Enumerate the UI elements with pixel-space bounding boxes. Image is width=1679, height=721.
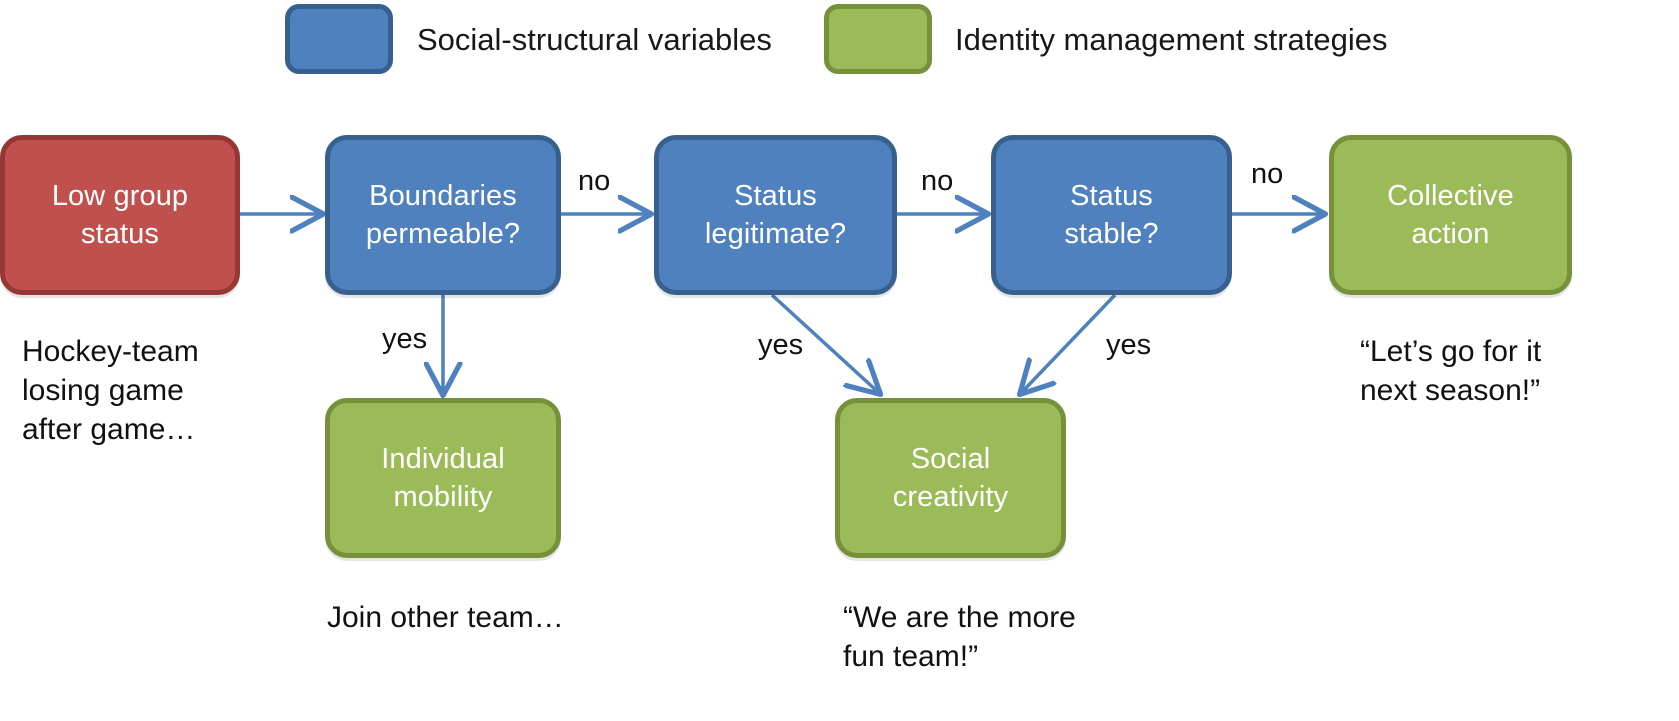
caption-collective-action: “Let’s go for it next season!” [1360,335,1542,407]
edge-label-yes-stable-to-social-creativity: yes [1106,329,1152,361]
node-label-individual-mobility: Individual mobility [381,442,505,513]
node-collective-action[interactable]: Collective action [1329,135,1572,295]
node-social-creativity[interactable]: Social creativity [835,398,1066,558]
node-label-status-stable: Status stable? [1064,179,1159,250]
node-individual-mobility[interactable]: Individual mobility [325,398,561,558]
edge-label-no-legitimate-to-stable: no [921,165,954,197]
node-low-group-status[interactable]: Low group status [0,135,240,295]
caption-low-group-status: Hockey-team losing game after game… [22,335,199,446]
node-boundaries-permeable[interactable]: Boundaries permeable? [325,135,561,295]
legend-label-social-structural: Social-structural variables [417,22,772,57]
edge-label-yes-boundaries-to-individual-mobility: yes [382,323,428,355]
node-label-collective-action: Collective action [1387,179,1514,250]
edge-label-no-boundaries-to-legitimate: no [578,165,611,197]
edge-label-no-stable-to-collective: no [1251,158,1284,190]
node-label-boundaries-permeable: Boundaries permeable? [365,179,521,250]
legend-swatch-identity-management [824,4,932,74]
node-label-social-creativity: Social creativity [892,442,1009,513]
node-status-stable[interactable]: Status stable? [991,135,1232,295]
node-label-low-group-status: Low group status [51,179,189,250]
caption-social-creativity: “We are the more fun team!” [843,601,1076,673]
caption-individual-mobility: Join other team… [327,601,564,634]
arrow-stable-to-social-creativity [1022,293,1117,392]
legend-label-identity-management: Identity management strategies [955,22,1388,57]
edge-label-yes-legitimate-to-social-creativity: yes [758,329,804,361]
legend-swatch-social-structural [285,4,393,74]
node-label-status-legitimate: Status legitimate? [704,179,847,250]
node-status-legitimate[interactable]: Status legitimate? [654,135,897,295]
